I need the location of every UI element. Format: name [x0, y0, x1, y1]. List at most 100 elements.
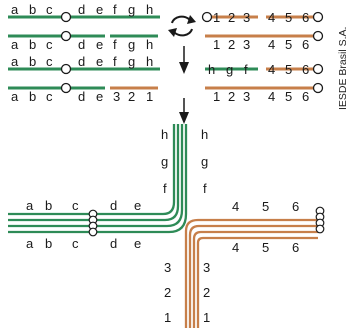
label: f — [113, 2, 117, 17]
label: h — [146, 54, 153, 69]
label: 4 — [268, 62, 275, 77]
label: 2 — [228, 37, 235, 52]
label: g — [128, 2, 135, 17]
label: 6 — [302, 10, 309, 25]
label: b — [45, 198, 52, 213]
label: 5 — [285, 89, 292, 104]
down-arrow-icon — [179, 98, 189, 124]
cross-junction: a b c d e a b c d e h g f h g f 4 5 6 4 … — [8, 124, 325, 328]
label: a — [26, 236, 34, 251]
label: f — [203, 181, 207, 196]
label: 3 — [243, 89, 250, 104]
label: d — [78, 54, 85, 69]
label: 1 — [213, 10, 220, 25]
label: h — [208, 62, 215, 77]
label: e — [96, 89, 103, 104]
label: 5 — [285, 37, 292, 52]
panel-top-left: a b c d e f g h a b c d e f g h — [8, 2, 160, 52]
label: g — [226, 62, 233, 77]
label: 5 — [262, 199, 269, 214]
label: a — [11, 89, 19, 104]
label: 5 — [285, 62, 292, 77]
label: d — [110, 198, 117, 213]
label: 1 — [164, 310, 171, 325]
label: 6 — [302, 37, 309, 52]
label: 2 — [228, 10, 235, 25]
coupling-node — [60, 82, 72, 94]
label: 1 — [203, 310, 210, 325]
label: a — [26, 198, 34, 213]
label: 6 — [292, 240, 299, 255]
label: 1 — [213, 89, 220, 104]
coupling-node — [201, 11, 213, 23]
coupling-node — [312, 30, 324, 42]
label: 5 — [285, 10, 292, 25]
coupling-node — [88, 227, 98, 237]
label: b — [45, 236, 52, 251]
label: f — [244, 62, 248, 77]
panel-mid-left: a b c d e f g h a b c d e 3 2 1 — [8, 54, 160, 104]
label: 5 — [262, 240, 269, 255]
label: f — [113, 37, 117, 52]
label: c — [72, 236, 79, 251]
label: 6 — [302, 62, 309, 77]
label: h — [161, 127, 168, 142]
label: c — [46, 89, 53, 104]
down-arrow-icon — [179, 46, 189, 74]
green-bundle — [8, 124, 188, 234]
label: g — [128, 54, 135, 69]
label: h — [201, 127, 208, 142]
label: g — [128, 37, 135, 52]
label: d — [78, 37, 85, 52]
label: c — [46, 54, 53, 69]
label: 2 — [203, 285, 210, 300]
label: 4 — [232, 240, 239, 255]
label: 3 — [203, 260, 210, 275]
label: 3 — [113, 89, 120, 104]
label: c — [46, 2, 53, 17]
label: 3 — [243, 10, 250, 25]
label: e — [96, 54, 103, 69]
coupling-node — [315, 224, 325, 234]
label: g — [201, 154, 208, 169]
label: c — [46, 37, 53, 52]
label: 4 — [268, 37, 275, 52]
label: 2 — [164, 285, 171, 300]
label: 4 — [268, 10, 275, 25]
coupling-node — [60, 63, 72, 75]
coupling-node — [60, 11, 72, 23]
coupling-node — [312, 63, 324, 75]
label: 3 — [243, 37, 250, 52]
label: 4 — [268, 89, 275, 104]
label: g — [161, 154, 168, 169]
orange-bundle — [184, 218, 318, 328]
label: d — [110, 236, 117, 251]
label: 6 — [292, 199, 299, 214]
label: b — [29, 2, 36, 17]
label: e — [134, 198, 141, 213]
label: b — [29, 89, 36, 104]
coupling-node — [312, 11, 324, 23]
label: 4 — [232, 199, 239, 214]
label: 2 — [128, 89, 135, 104]
label: c — [72, 198, 79, 213]
label: e — [96, 37, 103, 52]
label: b — [29, 37, 36, 52]
label: 1 — [213, 37, 220, 52]
label: 2 — [228, 89, 235, 104]
label: b — [29, 54, 36, 69]
label: f — [163, 181, 167, 196]
label: 1 — [146, 89, 153, 104]
panel-mid-right: h g f 4 5 6 1 2 3 4 5 6 — [205, 62, 324, 104]
label: f — [113, 54, 117, 69]
coupling-node — [60, 30, 72, 42]
label: 3 — [164, 260, 171, 275]
label: a — [11, 2, 19, 17]
label: h — [146, 37, 153, 52]
coupling-node — [312, 82, 324, 94]
label: e — [96, 2, 103, 17]
panel-top-right: 1 2 3 4 5 6 1 2 3 4 5 6 — [201, 10, 324, 52]
image-credit: IESDE Brasil S.A. — [337, 27, 349, 110]
